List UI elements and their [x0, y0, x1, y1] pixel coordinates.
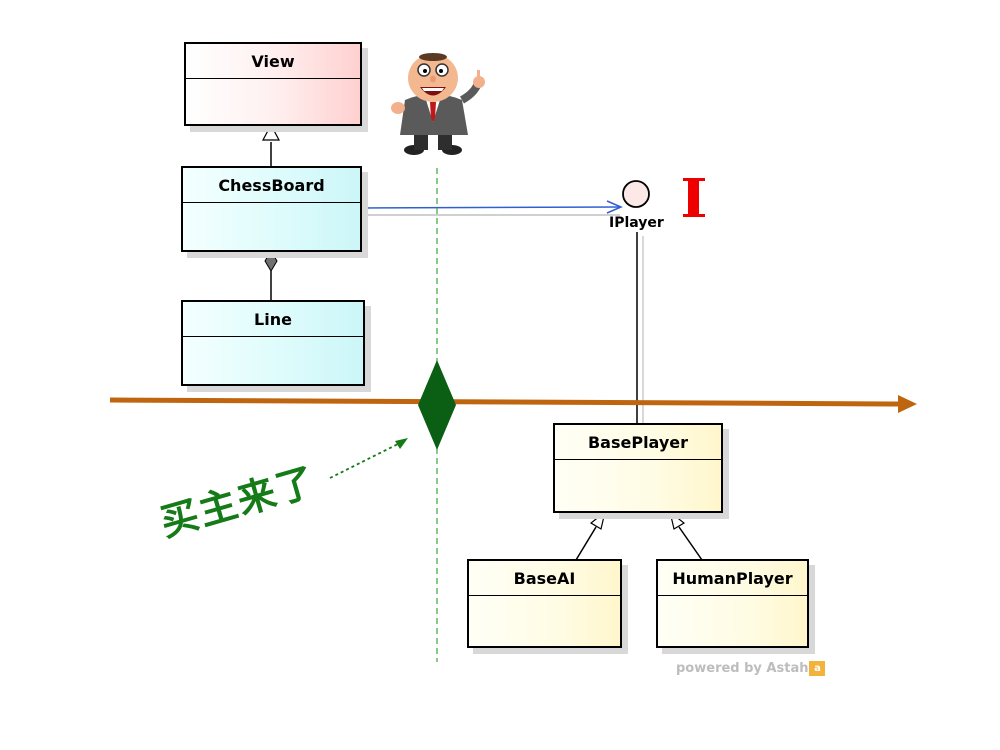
class-chessboard[interactable]: ChessBoard — [181, 166, 362, 252]
class-name: View — [186, 44, 360, 79]
generalization-humanplayer-baseplayer — [669, 510, 703, 561]
businessman-cartoon-icon — [391, 53, 485, 155]
class-name: HumanPlayer — [658, 561, 807, 596]
class-name: Line — [183, 302, 363, 337]
generalization-chessboard-view — [262, 123, 280, 166]
class-baseai[interactable]: BaseAI — [467, 559, 622, 648]
milestone-diamond — [418, 360, 456, 450]
red-i-beam-marker-icon — [683, 178, 705, 217]
class-name: BasePlayer — [555, 425, 721, 460]
class-view[interactable]: View — [184, 42, 362, 126]
class-name: BaseAI — [469, 561, 620, 596]
iplayer-interface-label: IPlayer — [609, 215, 664, 231]
class-humanplayer[interactable]: HumanPlayer — [656, 559, 809, 648]
annotation-arrow — [329, 438, 408, 479]
realization-baseplayer-iplayer — [636, 232, 644, 424]
astah-logo-icon: a — [809, 661, 826, 676]
dependency-chessboard-iplayer — [361, 200, 623, 216]
class-name: ChessBoard — [183, 168, 360, 203]
composition-chessboard-line — [264, 250, 278, 301]
watermark-text: powered by Astah — [676, 661, 809, 676]
timeline-arrow — [109, 395, 917, 413]
iplayer-interface-circle[interactable] — [622, 180, 650, 208]
class-line[interactable]: Line — [181, 300, 365, 386]
class-baseplayer[interactable]: BasePlayer — [553, 423, 723, 513]
generalization-baseai-baseplayer — [575, 510, 606, 561]
